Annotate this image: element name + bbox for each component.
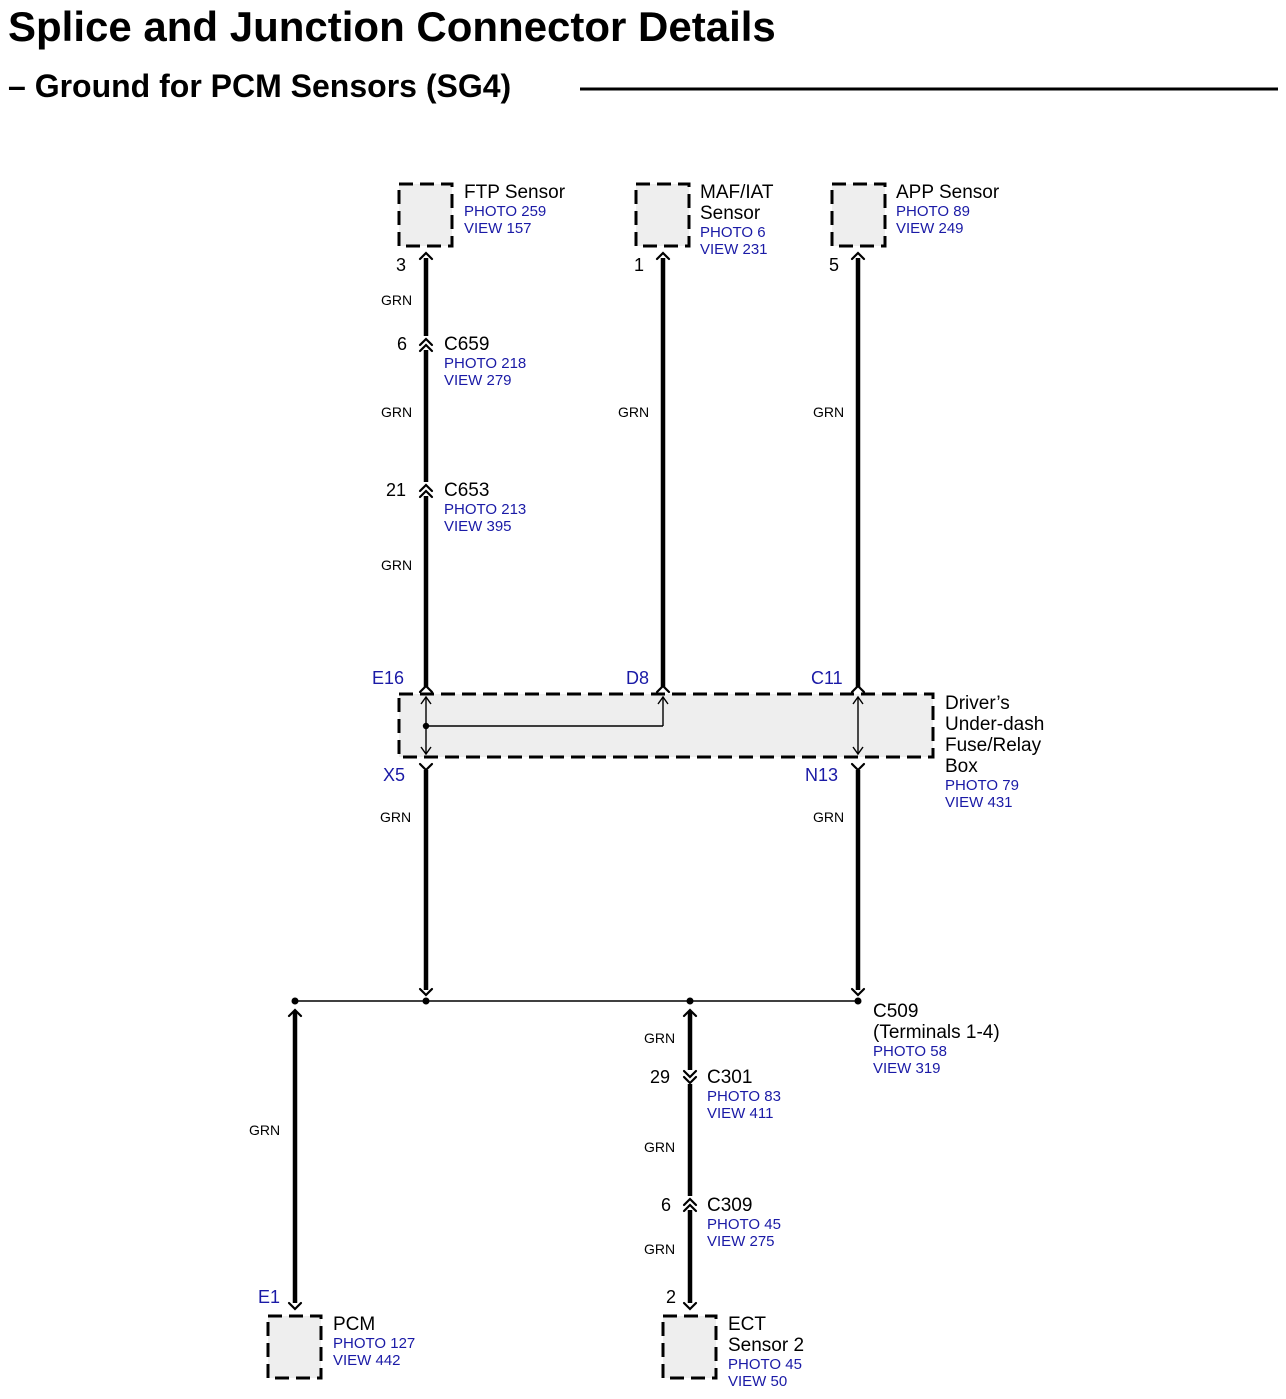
ftp-sensor-photo-link[interactable]: PHOTO 259 [464, 203, 546, 220]
c659-name: C659 [444, 334, 489, 355]
ect-sensor-name-2: Sensor 2 [728, 1335, 804, 1356]
c509-terminals: (Terminals 1-4) [873, 1022, 1000, 1043]
pcm-photo-link[interactable]: PHOTO 127 [333, 1335, 415, 1352]
ftp-sensor-box [397, 182, 454, 248]
c509-name: C509 [873, 1001, 918, 1022]
c309-pin: 6 [661, 1195, 671, 1215]
app-sensor-pin: 5 [829, 255, 839, 275]
ftp-sensor[interactable]: FTP Sensor PHOTO 259 VIEW 157 3 [396, 182, 566, 275]
c659-view-link[interactable]: VIEW 279 [444, 372, 512, 389]
c653-photo-link[interactable]: PHOTO 213 [444, 501, 526, 518]
fusebox-view-link[interactable]: VIEW 431 [945, 794, 1013, 811]
wire-color-label: GRN [813, 809, 844, 825]
ect-sensor-box [661, 1314, 718, 1380]
ect-sensor-view-link[interactable]: VIEW 50 [728, 1373, 787, 1390]
page-subtitle: – Ground for PCM Sensors (SG4) [8, 68, 511, 104]
maf-iat-sensor-view-link[interactable]: VIEW 231 [700, 241, 768, 258]
c301-name: C301 [707, 1067, 752, 1088]
ftp-sensor-view-link[interactable]: VIEW 157 [464, 220, 532, 237]
wire-color-label: GRN [381, 557, 412, 573]
maf-iat-sensor-pin: 1 [634, 255, 644, 275]
ect-sensor-pin: 2 [666, 1287, 676, 1307]
ect-sensor-name-1: ECT [728, 1314, 766, 1335]
wire-color-label: GRN [381, 404, 412, 420]
ect-sensor-photo-link[interactable]: PHOTO 45 [728, 1356, 802, 1373]
wire-color-label: GRN [644, 1030, 675, 1046]
maf-iat-sensor-name-2: Sensor [700, 203, 761, 224]
maf-iat-sensor-box [634, 182, 691, 248]
maf-iat-sensor[interactable]: MAF/IAT Sensor PHOTO 6 VIEW 231 1 [634, 182, 774, 275]
c653-name: C653 [444, 480, 489, 501]
fusebox-pin-e16: E16 [372, 668, 404, 688]
ftp-pin-cap [418, 251, 434, 261]
c301-photo-link[interactable]: PHOTO 83 [707, 1088, 781, 1105]
c301-view-link[interactable]: VIEW 411 [707, 1105, 773, 1122]
maf-iat-sensor-name-1: MAF/IAT [700, 182, 774, 203]
c309-view-link[interactable]: VIEW 275 [707, 1233, 775, 1250]
fusebox-internal-junction [422, 722, 430, 730]
fusebox-pin-c11: C11 [811, 668, 843, 688]
wire-color-label: GRN [249, 1122, 280, 1138]
connector-c653[interactable]: 21 C653 PHOTO 213 VIEW 395 [386, 480, 526, 535]
wire-color-label: GRN [644, 1139, 675, 1155]
pcm-pin: E1 [258, 1287, 280, 1307]
c653-view-link[interactable]: VIEW 395 [444, 518, 512, 535]
connector-c301[interactable]: 29 C301 PHOTO 83 VIEW 411 [650, 1067, 781, 1122]
connector-c659[interactable]: 6 C659 PHOTO 218 VIEW 279 [397, 334, 526, 389]
pcm-name: PCM [333, 1314, 375, 1335]
ect-sensor-2[interactable]: 2 ECT Sensor 2 PHOTO 45 VIEW 50 [661, 1287, 804, 1390]
c509-view-link[interactable]: VIEW 319 [873, 1060, 941, 1077]
fusebox-name-4: Box [945, 756, 978, 777]
c301-pin: 29 [650, 1067, 670, 1087]
c659-photo-link[interactable]: PHOTO 218 [444, 355, 526, 372]
fusebox-pin-d8: D8 [626, 668, 649, 688]
c653-pin: 21 [386, 480, 406, 500]
connector-c509[interactable]: C509 (Terminals 1-4) PHOTO 58 VIEW 319 [287, 987, 1000, 1077]
fusebox-name-3: Fuse/Relay [945, 735, 1042, 756]
app-sensor-view-link[interactable]: VIEW 249 [896, 220, 964, 237]
fusebox-name-2: Under-dash [945, 714, 1044, 735]
fusebox-pin-x5: X5 [383, 765, 405, 785]
c309-name: C309 [707, 1195, 752, 1216]
maf-iat-sensor-photo-link[interactable]: PHOTO 6 [700, 224, 766, 241]
c309-photo-link[interactable]: PHOTO 45 [707, 1216, 781, 1233]
page-title: Splice and Junction Connector Details [8, 3, 776, 50]
fusebox-photo-link[interactable]: PHOTO 79 [945, 777, 1019, 794]
wire-color-label: GRN [813, 404, 844, 420]
ftp-sensor-name: FTP Sensor [464, 182, 566, 203]
app-sensor-name: APP Sensor [896, 182, 1000, 203]
maf-pin-cap [655, 251, 671, 261]
c509-photo-link[interactable]: PHOTO 58 [873, 1043, 947, 1060]
ftp-sensor-pin: 3 [396, 255, 406, 275]
app-pin-cap [850, 251, 866, 261]
app-sensor-photo-link[interactable]: PHOTO 89 [896, 203, 970, 220]
fuse-relay-box[interactable]: E16 D8 C11 X5 N13 Driver’s Under-dash Fu… [372, 668, 1044, 811]
connector-c309[interactable]: 6 C309 PHOTO 45 VIEW 275 [661, 1195, 781, 1250]
wire-color-label: GRN [618, 404, 649, 420]
fusebox-name-1: Driver’s [945, 693, 1010, 714]
wire-color-label: GRN [644, 1241, 675, 1257]
c659-pin: 6 [397, 334, 407, 354]
pcm[interactable]: E1 PCM PHOTO 127 VIEW 442 [258, 1287, 415, 1380]
app-sensor[interactable]: APP Sensor PHOTO 89 VIEW 249 5 [829, 182, 1000, 275]
app-sensor-box [830, 182, 887, 248]
fusebox-pin-n13: N13 [805, 765, 838, 785]
pcm-view-link[interactable]: VIEW 442 [333, 1352, 401, 1369]
pcm-box [266, 1314, 323, 1380]
wire-color-label: GRN [381, 292, 412, 308]
wire-color-label: GRN [380, 809, 411, 825]
